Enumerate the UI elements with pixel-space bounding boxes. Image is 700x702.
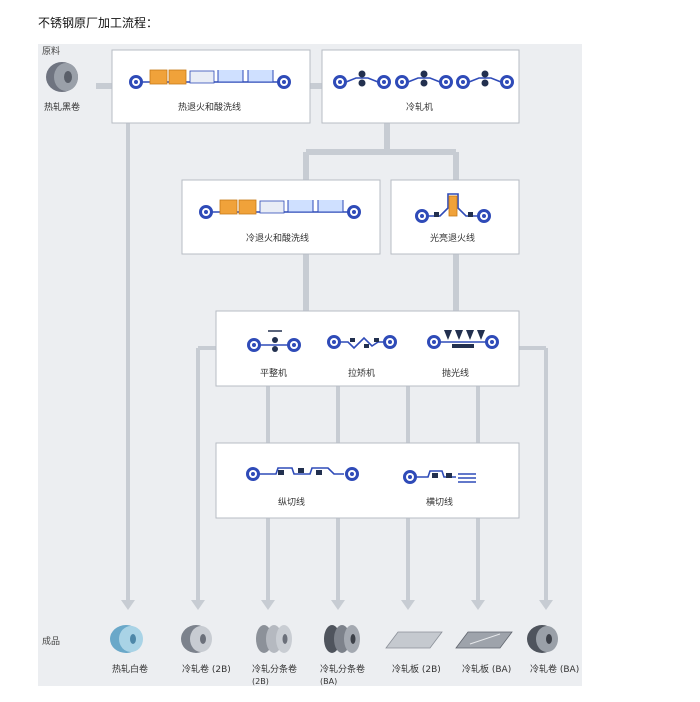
skin-pass-label: 平整机 (260, 367, 287, 379)
raw-material-label: 热轧黑卷 (44, 101, 80, 113)
product-cold-sheet-2b (385, 631, 443, 649)
cut-to-length-icon (403, 470, 476, 484)
hot-anneal-pickle-label: 热退火和酸洗线 (178, 101, 241, 113)
product-cold-coil-ba (527, 625, 558, 653)
raw-coil-icon (46, 62, 78, 92)
bright-anneal-label: 光亮退火线 (430, 232, 475, 244)
product-label-suffix: (BA) (320, 677, 337, 686)
cold-rolling-box: 冷轧机 (321, 49, 520, 124)
cold-anneal-pickle-box: 冷退火和酸洗线 (181, 179, 381, 255)
cold-rolling-label: 冷轧机 (406, 101, 433, 113)
polishing-label: 抛光线 (442, 367, 469, 379)
product-label-suffix: (2B) (252, 677, 269, 686)
bright-anneal-box: 光亮退火线 (390, 179, 520, 255)
product-cold-coil-2b (181, 625, 212, 653)
product-cold-sheet-ba (455, 631, 513, 649)
slitting-label: 纵切线 (278, 496, 305, 508)
tension-leveler-label: 拉矫机 (348, 367, 375, 379)
product-label: 冷轧卷 (2B) (182, 663, 231, 675)
skin-pass-icon (247, 330, 301, 352)
polishing-icon (427, 330, 499, 349)
hot-anneal-pickle-box: 热退火和酸洗线 (111, 49, 311, 124)
flow-diagram: 原料 成品 热轧黑卷 (42, 45, 579, 686)
product-slit-coil-ba (324, 625, 360, 653)
finishing-box: 平整机 拉矫机 抛光线 (215, 310, 520, 387)
page-title: 不锈钢原厂加工流程： (38, 16, 159, 30)
flow-diagram-canvas: 原料 成品 热轧黑卷 (38, 44, 582, 686)
product-label: 冷轧板 (BA) (462, 663, 511, 675)
product-slit-coil-2b (256, 625, 292, 653)
product-label: 冷轧分条卷 (320, 663, 365, 675)
product-label: 热轧白卷 (112, 663, 148, 675)
product-hot-white-coil (110, 625, 143, 653)
finished-product-section-label: 成品 (42, 635, 60, 647)
rolling-stand-icon (333, 70, 391, 89)
cutting-box: 纵切线 横切线 (215, 442, 520, 519)
tension-leveler-icon (327, 335, 397, 350)
cold-anneal-pickle-label: 冷退火和酸洗线 (246, 232, 309, 244)
product-label: 冷轧分条卷 (252, 663, 297, 675)
raw-material-section-label: 原料 (42, 45, 60, 57)
slitting-icon (246, 467, 359, 481)
product-label: 冷轧板 (2B) (392, 663, 441, 675)
product-label: 冷轧卷 (BA) (530, 663, 579, 675)
cut-to-length-label: 横切线 (426, 496, 453, 508)
